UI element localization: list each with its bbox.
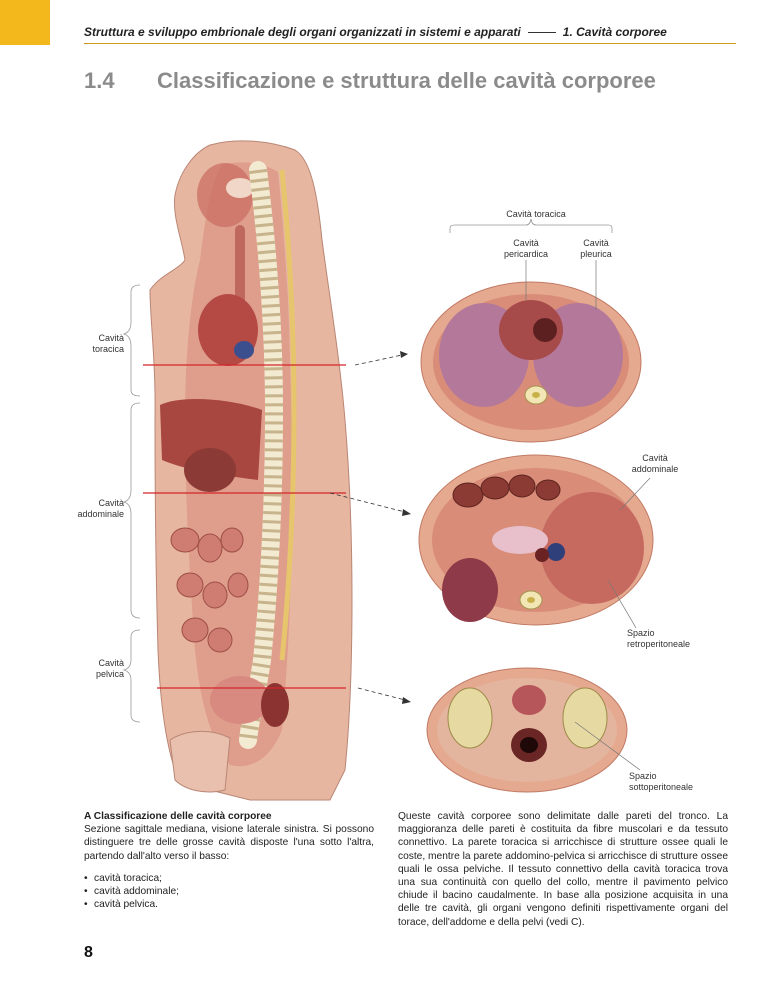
top-label-bracket [449, 218, 613, 233]
label-cavita-toracica-top: Cavità toracica [506, 209, 566, 219]
chapter-tab [0, 0, 50, 45]
caption-text: Sezione sagittale mediana, visione later… [84, 824, 374, 862]
running-title: Struttura e sviluppo embrionale degli or… [84, 25, 521, 39]
header-dash [527, 32, 556, 34]
page-number: 8 [84, 944, 93, 961]
arrow-heads [400, 351, 411, 704]
label-spazio-sottoperitoneale: Spazio sottoperitoneale [629, 771, 694, 792]
caption-list-item: cavità pelvica. [84, 898, 374, 911]
left-brackets [122, 284, 141, 723]
pelvis-cross-section [426, 667, 628, 793]
label-cavita-pleurica: Cavità pleurica [580, 238, 612, 259]
caption-list-item: cavità addominale; [84, 885, 374, 898]
chapter-title: 1. Cavità corporee [562, 25, 667, 39]
body-paragraph: Queste cavità corporee sono delimitate d… [398, 811, 728, 928]
sagittal-section [149, 140, 353, 801]
thorax-cross-section [420, 281, 642, 443]
leader-lines [525, 260, 651, 771]
abdomen-cross-section [418, 454, 654, 626]
label-cavita-toracica-left: Cavità toracica [92, 333, 124, 354]
header-rule [84, 43, 736, 44]
label-cavita-addominale-left: Cavità addominale [77, 498, 124, 519]
label-spazio-retroperitoneale: Spazio retroperitoneale [627, 628, 691, 649]
label-cavita-pericardica: Cavità pericardica [503, 238, 549, 259]
dashed-arrows [329, 354, 406, 701]
label-cavita-addominale-right: Cavità addominale [631, 453, 679, 474]
section-title: Classificazione e struttura delle cavità… [157, 68, 656, 93]
running-header: Struttura e sviluppo embrionale degli or… [84, 25, 736, 39]
caption-list-item: cavità toracica; [84, 872, 374, 885]
caption-title: A Classificazione delle cavità corporee [84, 811, 272, 822]
figure-caption: A Classificazione delle cavità corporee … [84, 810, 374, 912]
label-cavita-pelvica-left: Cavità pelvica [95, 658, 124, 679]
section-number: 1.4 [84, 68, 115, 93]
section-lines [143, 364, 346, 689]
caption-list: cavità toracica; cavità addominale; cavi… [84, 872, 374, 912]
